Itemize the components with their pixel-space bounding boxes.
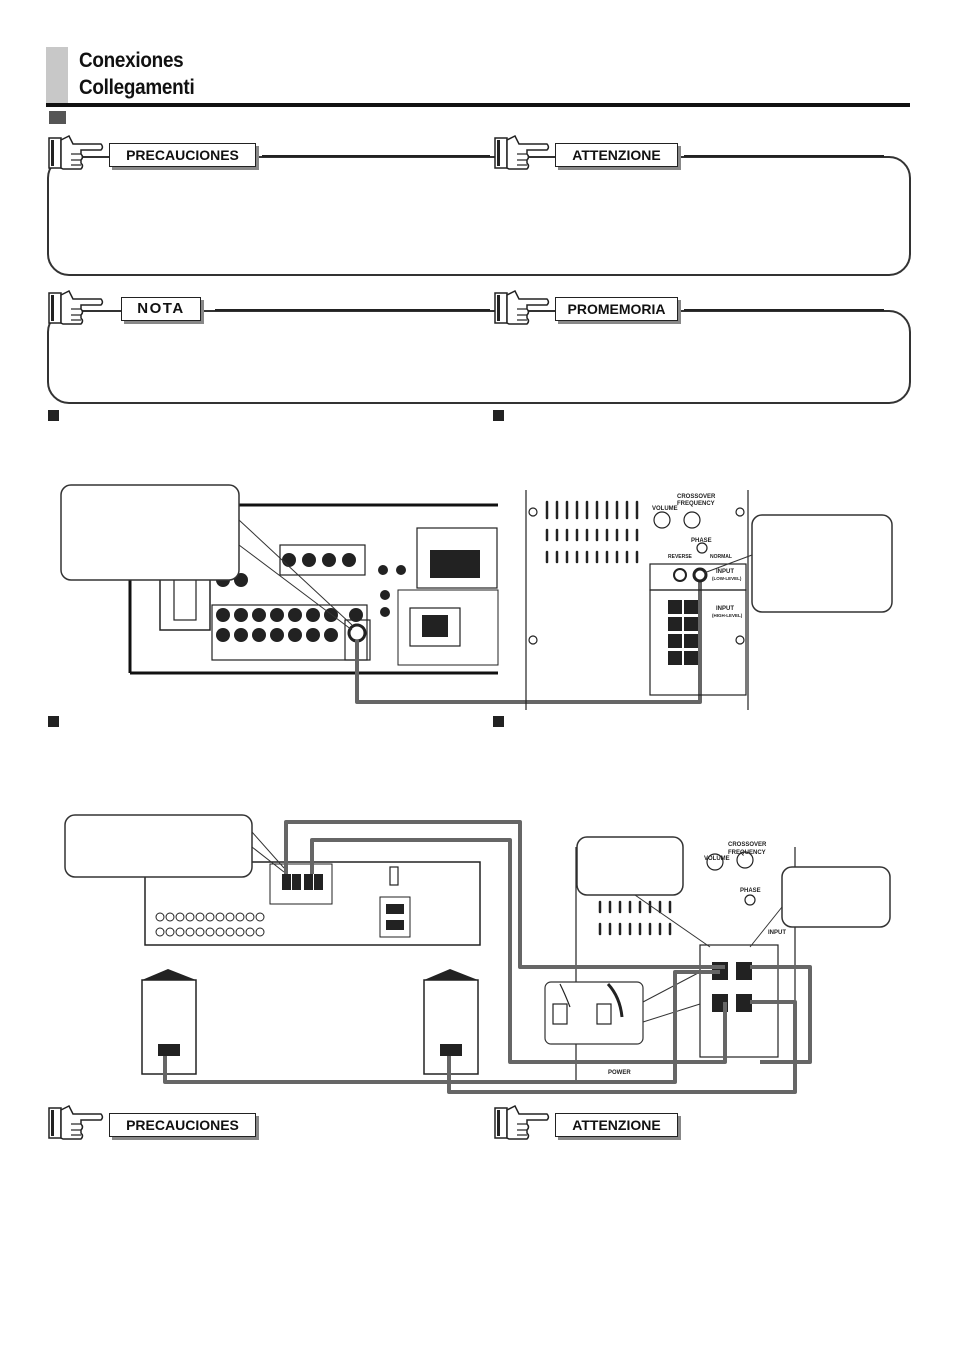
high-level-connection-diagram: VOLUME CROSSOVER FREQUENCY PHASE INPUT P…	[64, 814, 891, 1094]
bullet-square	[48, 716, 59, 727]
nota-label: NOTA	[121, 297, 201, 321]
input-low-label: INPUT	[716, 569, 734, 575]
power-label: POWER	[608, 1070, 631, 1076]
section-marker	[49, 111, 66, 124]
attenzione-label-bottom: ATTENZIONE	[555, 1113, 678, 1137]
pointing-hand-icon	[494, 134, 550, 170]
label-rule	[262, 155, 490, 157]
bullet-square	[48, 410, 59, 421]
bullet-square	[493, 716, 504, 727]
phase-label-2: PHASE	[740, 888, 761, 894]
precauciones-label: PRECAUCIONES	[109, 143, 256, 167]
precautions-box	[47, 156, 911, 276]
bullet-square	[493, 410, 504, 421]
pointing-hand-icon	[494, 289, 550, 325]
label-rule	[215, 309, 490, 311]
pointing-hand-icon	[48, 289, 104, 325]
phase-label: PHASE	[691, 538, 712, 544]
frequency-label-2: FREQUENCY	[728, 850, 766, 856]
notes-box	[47, 310, 911, 404]
title-rule	[46, 103, 910, 107]
high-level-label: (HIGH-LEVEL)	[712, 613, 743, 618]
crossover-label: CROSSOVER	[677, 494, 716, 500]
attenzione-label: ATTENZIONE	[555, 143, 678, 167]
label-rule	[684, 155, 884, 157]
promemoria-label: PROMEMORIA	[555, 297, 678, 321]
reverse-label: REVERSE	[668, 554, 693, 560]
title-accent-bar	[46, 47, 68, 103]
pointing-hand-icon	[48, 1104, 104, 1140]
low-level-label: (LOW-LEVEL)	[712, 576, 742, 581]
pointing-hand-icon	[494, 1104, 550, 1140]
frequency-label: FREQUENCY	[677, 501, 715, 507]
pointing-hand-icon	[48, 134, 104, 170]
input-high-label: INPUT	[716, 606, 734, 612]
normal-label: NORMAL	[710, 554, 732, 560]
page-title: Conexiones Collegamenti	[79, 47, 195, 101]
crossover-label-2: CROSSOVER	[728, 842, 767, 848]
low-level-connection-diagram: VOLUME CROSSOVER FREQUENCY PHASE REVERSE…	[60, 484, 893, 710]
volume-label: VOLUME	[652, 506, 678, 512]
input-label-2: INPUT	[768, 930, 786, 936]
label-rule	[684, 309, 884, 311]
precauciones-label-bottom: PRECAUCIONES	[109, 1113, 256, 1137]
volume-label-2: VOLUME	[704, 856, 730, 862]
page-title-line-2: Collegamenti	[79, 76, 195, 99]
page-title-line-1: Conexiones	[79, 49, 184, 72]
